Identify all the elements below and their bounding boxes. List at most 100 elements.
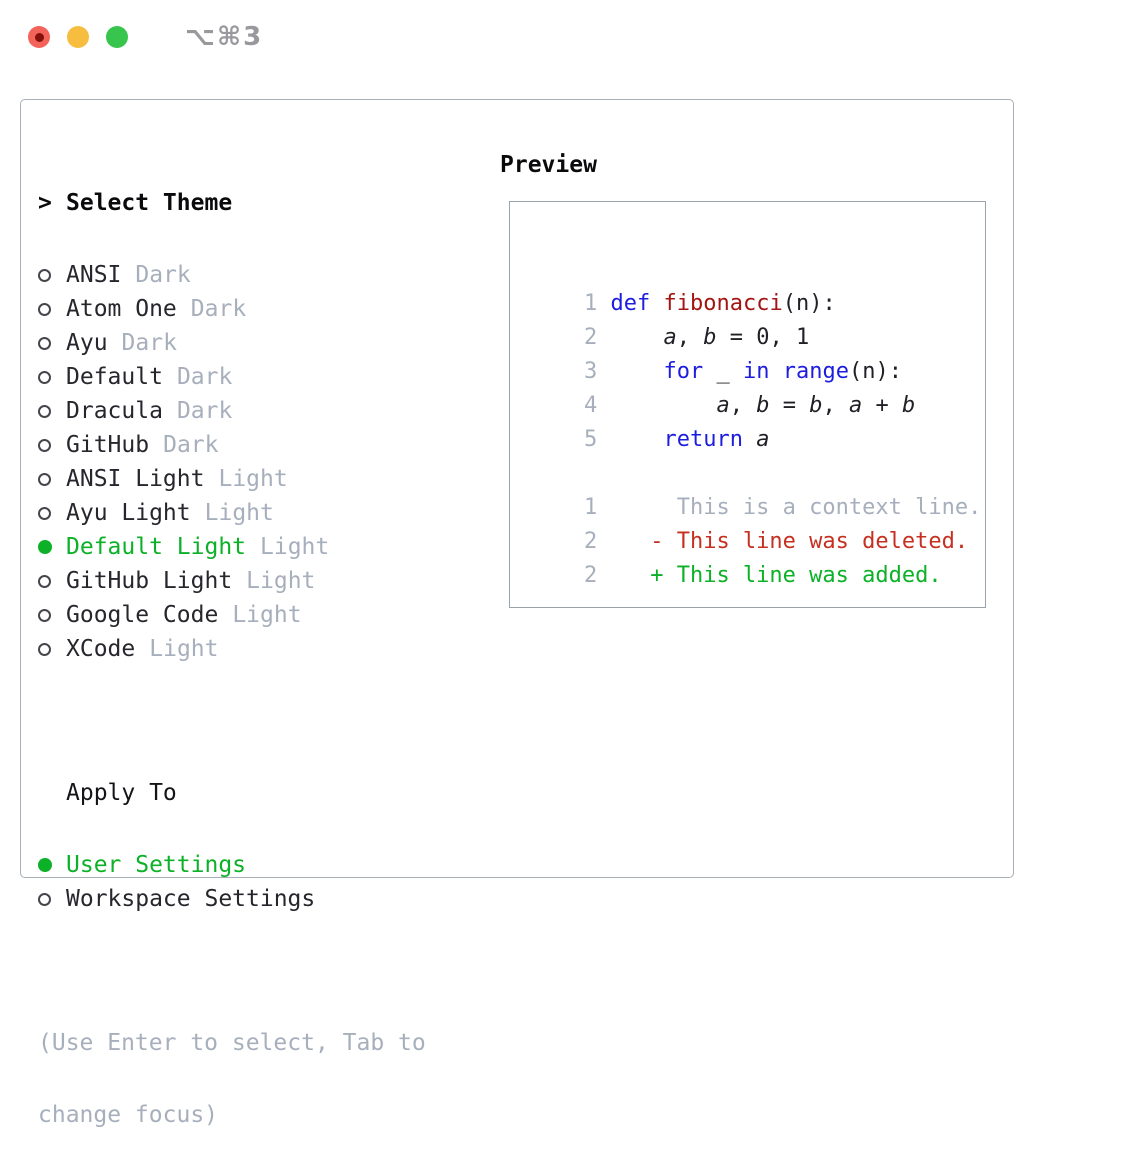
theme-selector-panel: > Select Theme ANSI Dark Atom One Dark Ay… [20, 99, 1014, 1128]
line-number: 1 [583, 495, 611, 520]
theme-variant-tag: Light [246, 568, 316, 594]
preview-box: 1 def fibonacci(n): 2 a, b = 0, 1 3 for … [509, 201, 986, 608]
radio-icon [38, 404, 66, 418]
preview-title: Preview [500, 152, 597, 178]
select-theme-title: Select Theme [66, 190, 233, 216]
theme-variant-tag: Light [204, 500, 274, 526]
theme-option[interactable]: Default Dark [38, 360, 426, 394]
line-content: for _ in range(n): [663, 359, 902, 384]
line-number: 3 [583, 359, 611, 384]
theme-option[interactable]: ANSI Dark [38, 258, 426, 292]
close-button[interactable] [28, 26, 50, 48]
code-line: 1 def fibonacci(n): [531, 253, 985, 316]
spacer [38, 954, 426, 988]
code-line: 3 for _ in range(n): [531, 321, 985, 384]
theme-variant-tag: Dark [163, 432, 219, 458]
option-name: Atom One [66, 296, 177, 322]
apply-option[interactable]: User Settings [38, 848, 426, 882]
option-name: Ayu [66, 330, 108, 356]
select-theme-header: > Select Theme [38, 186, 426, 220]
maximize-button[interactable] [106, 26, 128, 48]
radio-icon [38, 574, 66, 588]
theme-variant-tag: Dark [190, 296, 247, 322]
option-name: GitHub [66, 432, 150, 458]
theme-option[interactable]: Default Light Light [38, 530, 426, 564]
theme-option[interactable]: GitHub Dark [38, 428, 426, 462]
radio-icon [38, 370, 66, 384]
line-number: 2 [583, 325, 611, 350]
theme-list: > Select Theme ANSI Dark Atom One Dark Ay… [38, 148, 426, 1170]
option-name: Google Code [66, 602, 219, 628]
apply-option[interactable]: Workspace Settings [38, 882, 426, 916]
theme-option[interactable]: ANSI Light Light [38, 462, 426, 496]
line-content: This is a context line. [610, 495, 982, 520]
line-number: 5 [583, 427, 611, 452]
radio-icon [38, 858, 66, 872]
option-name: Dracula [66, 398, 163, 424]
code-line: 4 a, b = b, a + b [531, 355, 985, 418]
code-line: 5 return a [531, 389, 985, 452]
theme-variant-tag: Dark [121, 330, 177, 356]
radio-icon [38, 506, 66, 520]
apply-to-header: Apply To [66, 780, 177, 806]
radio-icon [38, 892, 66, 906]
line-number: 4 [583, 393, 611, 418]
option-name: Ayu Light [66, 500, 191, 526]
diff-line-context: 1 This is a context line. [531, 457, 985, 520]
code-sample: 1 def fibonacci(n): 2 a, b = 0, 1 3 for … [531, 253, 985, 452]
line-content: - This line was deleted. [610, 529, 969, 554]
option-name: Default Light [66, 534, 247, 560]
window-title: ⌥⌘3 [185, 22, 264, 52]
diff-line-deleted: 2 - This line was deleted. [531, 491, 985, 554]
radio-icon [38, 438, 66, 452]
theme-variant-tag: Light [232, 602, 302, 628]
option-name: GitHub Light [66, 568, 233, 594]
theme-option[interactable]: Ayu Dark [38, 326, 426, 360]
theme-option[interactable]: Dracula Dark [38, 394, 426, 428]
radio-icon [38, 540, 66, 554]
code-line: 2 a, b = 0, 1 [531, 287, 985, 350]
apply-options-group: User Settings Workspace Settings [38, 848, 426, 916]
option-name: ANSI Light [66, 466, 205, 492]
hint-text-line-2: change focus) [38, 1102, 219, 1128]
minimize-button[interactable] [67, 26, 89, 48]
theme-option[interactable]: Google Code Light [38, 598, 426, 632]
option-name: Default [66, 364, 163, 390]
theme-variant-tag: Dark [176, 398, 233, 424]
theme-option[interactable]: GitHub Light Light [38, 564, 426, 598]
line-number: 2 [583, 563, 611, 588]
radio-icon [38, 336, 66, 350]
option-name: User Settings [66, 852, 247, 878]
spacer [38, 704, 426, 738]
theme-option[interactable]: XCode Light [38, 632, 426, 666]
theme-option[interactable]: Ayu Light Light [38, 496, 426, 530]
line-content: return a [663, 427, 770, 452]
line-number: 1 [583, 291, 611, 316]
theme-option[interactable]: Atom One Dark [38, 292, 426, 326]
radio-icon [38, 302, 66, 316]
hint-text-line-1: (Use Enter to select, Tab to [38, 1030, 426, 1056]
close-dot-icon [34, 32, 44, 42]
theme-variant-tag: Dark [176, 364, 233, 390]
option-name: Workspace Settings [66, 886, 316, 912]
selection-prompt-icon: > [38, 190, 52, 216]
theme-variant-tag: Light [218, 466, 288, 492]
theme-variant-tag: Dark [135, 262, 191, 288]
line-content: def fibonacci(n): [610, 291, 836, 316]
diff-sample: 1 This is a context line. 2 - This line … [531, 457, 985, 588]
line-number: 2 [583, 529, 611, 554]
app-window: ⌥⌘3 > Select Theme ANSI Dark Atom One Dar… [20, 22, 1014, 1128]
radio-icon [38, 608, 66, 622]
radio-icon [38, 472, 66, 486]
radio-icon [38, 642, 66, 656]
line-content: + This line was added. [610, 563, 942, 588]
theme-options-group: ANSI Dark Atom One Dark Ayu Dark Default… [38, 258, 426, 666]
radio-icon [38, 268, 66, 282]
theme-variant-tag: Light [149, 636, 219, 662]
line-content: a, b = b, a + b [716, 393, 916, 418]
option-name: ANSI [66, 262, 122, 288]
option-name: XCode [66, 636, 136, 662]
theme-variant-tag: Light [260, 534, 330, 560]
window-titlebar: ⌥⌘3 [28, 22, 263, 52]
line-content: a, b = 0, 1 [663, 325, 810, 350]
